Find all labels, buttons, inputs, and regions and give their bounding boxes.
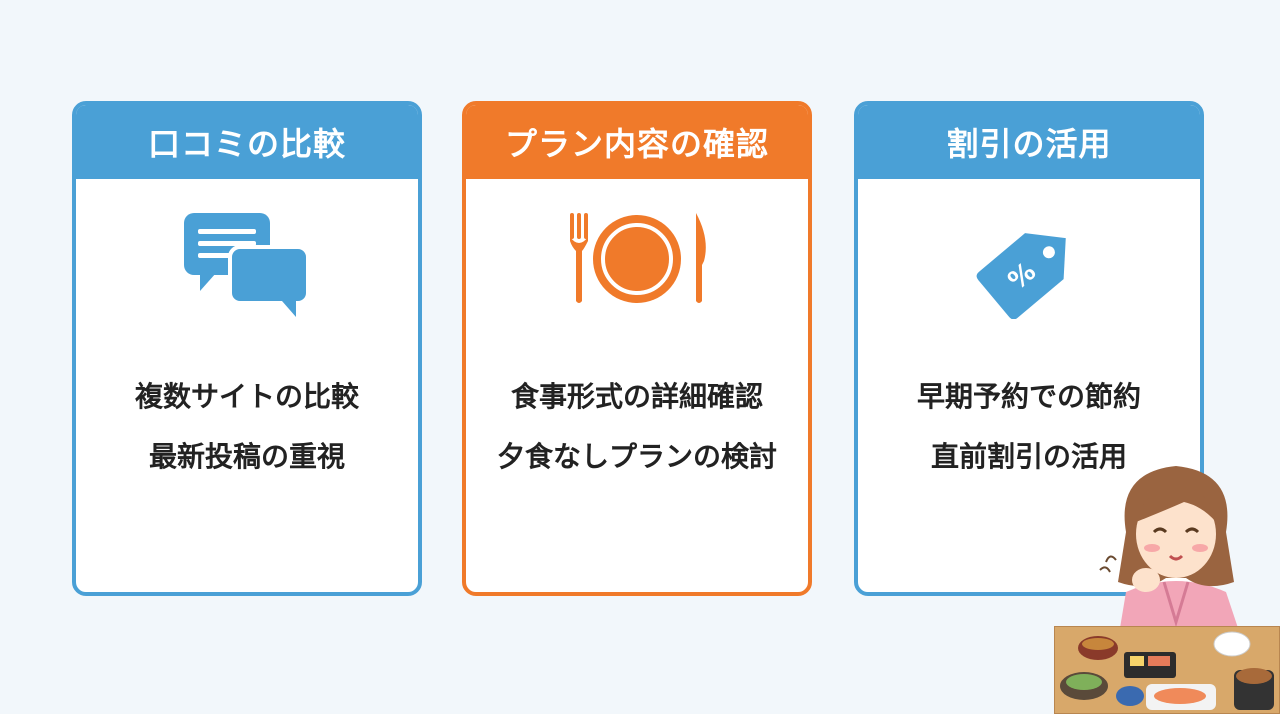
card-line: 複数サイトの比較: [134, 380, 359, 413]
card-title: プラン内容の確認: [466, 105, 808, 179]
card-line: 直前割引の活用: [930, 440, 1127, 473]
plate-fork-knife-icon: [562, 209, 712, 313]
card-plan-confirmation: プラン内容の確認 食事形式の詳細確認 夕食なしプランの検討: [462, 101, 812, 596]
chat-bubbles-icon: [182, 209, 312, 323]
card-review-comparison: 口コミの比較 複数サイトの比較 最新投稿の重視: [72, 101, 422, 596]
card-line: 夕食なしプランの検討: [496, 440, 777, 473]
percent-tag-icon: %: [969, 209, 1089, 323]
card-title: 口コミの比較: [76, 105, 418, 179]
smiling-woman-illustration: [1099, 466, 1246, 652]
card-title: 割引の活用: [858, 105, 1200, 179]
japanese-meal-illustration: [1054, 626, 1280, 714]
card-discount-usage: 割引の活用 % 早期予約での節約 直前割引の活用: [854, 101, 1204, 596]
card-line: 早期予約での節約: [916, 380, 1141, 413]
card-line: 最新投稿の重視: [148, 440, 345, 473]
card-line: 食事形式の詳細確認: [510, 380, 763, 413]
